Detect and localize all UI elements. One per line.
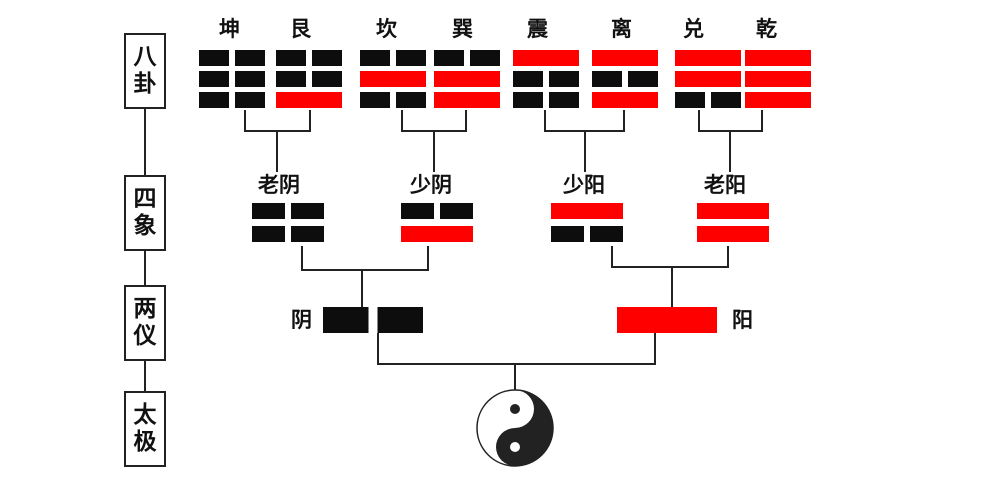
tier-char: 八 [133, 44, 157, 70]
trigram-7-yin-line-seg-2 [711, 92, 741, 108]
two-mode-yin-yin-line-seg-1 [323, 307, 369, 333]
trigram-label-kan: 坎 [376, 17, 397, 41]
trigram-1-yin-line-seg-2 [235, 92, 265, 108]
tier-char: 仪 [133, 323, 157, 349]
trigram-3-yin-line-seg-1 [360, 50, 390, 66]
four-image-3-yin-line-seg-1 [551, 226, 584, 242]
two-mode-yang-yang-line [617, 307, 717, 333]
trigram-6-yang-line [592, 50, 658, 66]
trigram-6-yin-line-seg-1 [592, 71, 622, 87]
tier-box-sixiang: 四 象 [124, 175, 166, 251]
trigram-label-li: 离 [611, 17, 632, 41]
connector-sixiang-yang [611, 246, 729, 268]
trigram-2-yang-line [276, 92, 342, 108]
four-image-3-yang-line [551, 203, 623, 219]
connector-liangyi-taiji [377, 333, 656, 365]
trigram-1-yin-line-seg-1 [199, 92, 229, 108]
trigram-6-yin-line-seg-2 [628, 71, 658, 87]
trigram-label-xun: 巽 [452, 17, 473, 41]
trigram-2-yin-line-seg-2 [312, 50, 342, 66]
trigram-8-yang-line [745, 92, 811, 108]
trigram-1-yin-line-seg-2 [235, 50, 265, 66]
tier-char: 太 [133, 402, 157, 428]
trigram-3-yin-line-seg-2 [396, 92, 426, 108]
four-image-1-yin-line-seg-2 [291, 203, 324, 219]
trigram-4-yin-line-seg-2 [470, 50, 500, 66]
trigram-5-yin-line-seg-2 [549, 71, 579, 87]
trigram-7-yang-line [675, 50, 741, 66]
trigram-7-yang-line [675, 71, 741, 87]
trigram-label-gen: 艮 [290, 17, 311, 41]
connector-bagua-young-yang [544, 110, 625, 132]
trigram-5-yin-line-seg-1 [513, 71, 543, 87]
trigram-4-yin-line-seg-1 [434, 50, 464, 66]
trigram-3-yin-line-seg-1 [360, 92, 390, 108]
trigram-3-yang-line [360, 71, 426, 87]
four-image-2-yin-line-seg-2 [440, 203, 473, 219]
tier-char: 两 [133, 296, 157, 322]
trigram-5-yin-line-seg-2 [549, 92, 579, 108]
connector-bagua-old-yang [698, 110, 763, 132]
four-image-1-yin-line-seg-1 [252, 226, 285, 242]
trigram-label-dui: 兑 [683, 17, 704, 41]
trigram-1-yin-line-seg-1 [199, 71, 229, 87]
two-mode-yin-yin-line-seg-2 [377, 307, 423, 333]
four-image-4-yang-line [697, 226, 769, 242]
trigram-label-qian: 乾 [756, 17, 777, 41]
trigram-4-yang-line [434, 71, 500, 87]
four-image-2-yang-line [401, 226, 473, 242]
yin-yang-icon [476, 389, 554, 467]
tier-box-liangyi: 两 仪 [124, 285, 166, 361]
tier-char: 极 [133, 429, 157, 455]
trigram-1-yin-line-seg-2 [235, 71, 265, 87]
connector-sixiang-yin [301, 246, 429, 271]
trigram-8-yang-line [745, 71, 811, 87]
connector-bagua-old-yin [244, 110, 311, 132]
trigram-6-yang-line [592, 92, 658, 108]
tier-char: 四 [133, 186, 157, 212]
four-image-label-old-yang: 老阳 [704, 173, 746, 197]
trigram-3-yin-line-seg-2 [396, 50, 426, 66]
four-image-3-yin-line-seg-2 [590, 226, 623, 242]
four-image-1-yin-line-seg-2 [291, 226, 324, 242]
four-image-label-young-yin: 少阴 [410, 173, 452, 197]
two-mode-label-yang: 阳 [732, 308, 753, 332]
connector-bagua-young-yin [401, 110, 467, 132]
trigram-2-yin-line-seg-1 [276, 71, 306, 87]
trigram-1-yin-line-seg-1 [199, 50, 229, 66]
tier-char: 卦 [133, 71, 157, 97]
trigram-label-kun: 坤 [219, 17, 240, 41]
trigram-2-yin-line-seg-1 [276, 50, 306, 66]
trigram-7-yin-line-seg-1 [675, 92, 705, 108]
trigram-label-zhen: 震 [527, 17, 548, 41]
four-image-label-old-yin: 老阴 [258, 173, 300, 197]
four-image-4-yang-line [697, 203, 769, 219]
tier-char: 象 [133, 213, 157, 239]
four-image-label-young-yang: 少阳 [563, 173, 605, 197]
four-image-1-yin-line-seg-1 [252, 203, 285, 219]
trigram-8-yang-line [745, 50, 811, 66]
trigram-4-yang-line [434, 92, 500, 108]
trigram-5-yin-line-seg-1 [513, 92, 543, 108]
tier-box-bagua: 八 卦 [124, 33, 166, 109]
trigram-2-yin-line-seg-2 [312, 71, 342, 87]
four-image-2-yin-line-seg-1 [401, 203, 434, 219]
trigram-5-yang-line [513, 50, 579, 66]
two-mode-label-yin: 阴 [291, 308, 312, 332]
tier-box-taiji: 太 极 [124, 391, 166, 467]
